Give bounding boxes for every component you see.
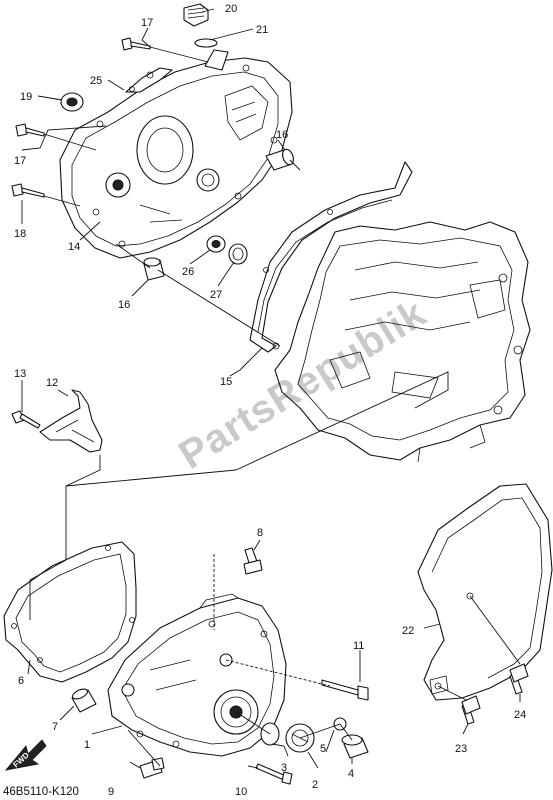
forward-direction-arrow: FWD [4,739,47,771]
callout-19: 19 [20,91,32,103]
bolt-13 [11,410,41,429]
callout-9: 9 [108,786,114,798]
bolt-23 [461,695,481,725]
callout-17-top: 17 [141,17,153,29]
callout-8: 8 [257,527,263,539]
plug-19 [60,92,84,112]
callout-3: 3 [281,762,287,774]
bolt-17-left [15,123,45,137]
circlip-27 [228,243,248,265]
filler-cap-20 [183,3,209,27]
callout-13: 13 [14,368,26,380]
callout-14: 14 [68,241,80,253]
callout-17-left: 17 [14,155,26,167]
bolt-9 [139,757,165,779]
bolt-17-top [121,37,151,51]
callout-5: 5 [320,743,326,755]
diagram-code: 46B5110-K120 [3,786,79,798]
callout-16-bottom: 16 [118,299,130,311]
bolt-18 [11,183,45,198]
callout-20: 20 [225,3,237,15]
callout-12: 12 [46,377,58,389]
bolt-10 [255,763,293,785]
callout-2: 2 [312,779,318,791]
callout-26: 26 [182,266,194,278]
callout-23: 23 [455,743,467,755]
bolt-8 [243,547,263,575]
sprocket-cover-22 [417,483,553,701]
callout-27: 27 [210,289,222,301]
callout-11: 11 [353,640,364,652]
callout-1: 1 [84,739,90,751]
dowel-16-bottom [143,257,165,281]
callout-labels: 20 21 17 25 19 17 16 18 14 26 27 16 15 1… [14,3,526,798]
callout-4: 4 [348,768,354,780]
leader-lines [21,8,521,769]
callout-18: 18 [14,228,26,240]
bolt-11 [321,679,369,701]
callout-25: 25 [90,75,102,87]
gasket-6 [3,541,137,683]
engine-crankcase-outline [274,221,531,463]
callout-6: 6 [18,675,24,687]
o-ring-21 [194,38,218,48]
oil-seal-26 [206,235,226,253]
callout-10: 10 [235,786,247,798]
gasket-15 [249,161,413,353]
watermark: PartsRepublik [171,291,433,478]
cable-guide-12 [39,389,103,453]
callout-24: 24 [514,709,526,721]
callout-16-right: 16 [276,129,288,141]
plug-4 [341,734,369,759]
assembly-reference-line [29,371,449,620]
callout-15: 15 [220,376,232,388]
callout-22: 22 [402,625,414,637]
dowel-7 [71,688,97,713]
bolt-24 [509,663,529,695]
crankcase-cover-1 [107,593,287,757]
callout-7: 7 [52,721,58,733]
dowel-16-right [265,148,294,171]
callout-21: 21 [256,24,268,36]
clamp-25 [125,67,173,93]
